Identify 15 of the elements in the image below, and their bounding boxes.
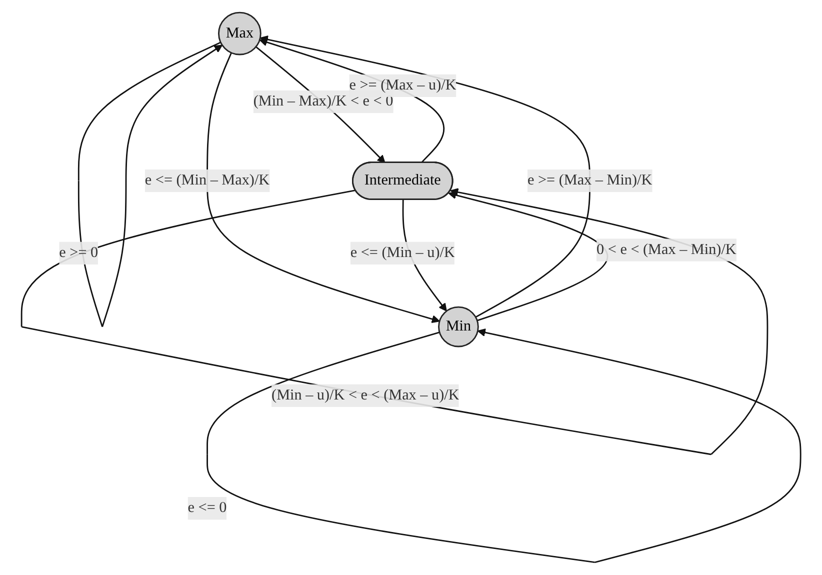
edge-label: e >= (Max – Min)/K (527, 172, 652, 188)
node-circle: Min (438, 306, 479, 348)
edge-label: e >= 0 (59, 244, 98, 261)
arrow (206, 52, 440, 324)
arrow (206, 328, 802, 564)
edge-label: (Min – Max)/K < e < 0 (253, 93, 394, 110)
edge-label: (Min – u)/K < e < (Max – u)/K (271, 387, 460, 404)
edge-label: e <= (Min – Max)/K (144, 172, 270, 188)
edge-label: e <= (Min – u)/K (350, 244, 455, 261)
node-circle: Max (218, 12, 262, 56)
edge-label: e <= 0 (188, 500, 227, 516)
edge-label: 0 < e < (Max – Min)/K (596, 241, 736, 258)
edge-label: e >= (Max – u)/K (349, 77, 456, 94)
arrow (448, 191, 608, 322)
arrow (20, 188, 768, 456)
